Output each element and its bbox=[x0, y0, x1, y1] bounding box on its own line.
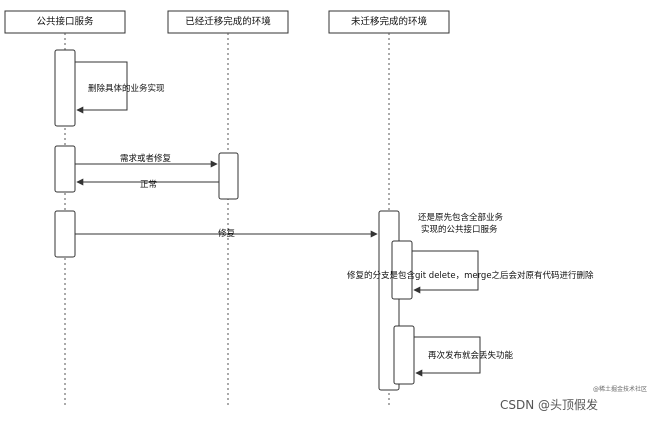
activation-migrated-env bbox=[218, 152, 239, 200]
activation-public-api-2 bbox=[54, 145, 76, 193]
self-message-branch-merge-label: 修复的分支是包含git delete，merge之后会对原有代码进行删除 bbox=[347, 270, 594, 281]
message-request-label: 需求或者修复 bbox=[120, 153, 172, 164]
participant-migrated-env-label: 已经迁移完成的环境 bbox=[185, 16, 271, 28]
participant-public-api-label: 公共接口服务 bbox=[36, 16, 94, 28]
participant-unmigrated-env: 未迁移完成的环境 bbox=[328, 10, 450, 34]
participant-migrated-env: 已经迁移完成的环境 bbox=[167, 10, 289, 34]
participant-public-api: 公共接口服务 bbox=[4, 10, 126, 34]
self-message-delete bbox=[75, 61, 128, 114]
message-normal-label: 正常 bbox=[140, 179, 157, 190]
self-message-release bbox=[414, 336, 481, 377]
self-message-branch-merge bbox=[412, 250, 479, 294]
self-message-release-label: 再次发布就会丢失功能 bbox=[428, 350, 514, 361]
participant-unmigrated-env-label: 未迁移完成的环境 bbox=[351, 16, 428, 28]
watermark-juejin: @稀土掘金技术社区 bbox=[593, 385, 647, 393]
message-fix-label: 修复 bbox=[218, 228, 236, 239]
activation-unmigrated-env-release bbox=[393, 325, 415, 385]
note-original-service-line2: 实现的公共接口服务 bbox=[421, 224, 498, 235]
activation-public-api-3 bbox=[54, 210, 76, 258]
self-message-delete-label: 删除具体的业务实现 bbox=[88, 83, 165, 94]
activation-unmigrated-env-branch bbox=[391, 240, 413, 300]
activation-public-api-1 bbox=[54, 49, 76, 127]
note-original-service-line1: 还是原先包含全部业务 bbox=[418, 212, 504, 223]
watermark-csdn: CSDN @头顶假发 bbox=[500, 397, 598, 412]
